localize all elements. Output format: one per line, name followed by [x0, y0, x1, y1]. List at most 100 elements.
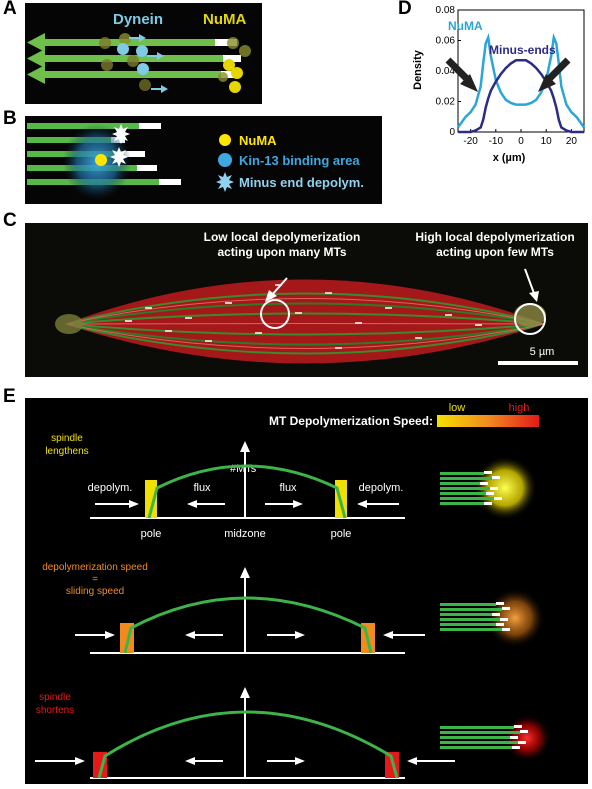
- row2-arrow-in-right: [383, 631, 393, 639]
- y-tick-label-3: 0.06: [436, 36, 456, 47]
- scalebar-label: 5 µm: [530, 346, 555, 358]
- row2-title-line1: depolymerization speed: [42, 562, 148, 573]
- mt-1-plus-end: [215, 39, 237, 46]
- row2-mt-bundle: [440, 602, 510, 631]
- scalebar: [498, 361, 578, 365]
- y-tick-label-0: 0: [449, 127, 455, 138]
- annotation-right-line1: High local depolymerization: [415, 230, 574, 244]
- depolym-star-2: [110, 147, 128, 167]
- numa-label: NuMA: [203, 11, 246, 28]
- depolym-star-1: [112, 124, 130, 144]
- speed-legend-high: high: [509, 402, 530, 414]
- row3-arrow-flux-right: [295, 757, 305, 765]
- row3-title-line1: spindle: [39, 692, 71, 703]
- annotation-left-line1: Low local depolymerization: [204, 230, 361, 244]
- row2-arrow-flux-left: [185, 631, 195, 639]
- spindle-body: [65, 279, 545, 364]
- x-tick-label-4: 20: [566, 136, 578, 147]
- row1-arrow-in-left: [129, 500, 139, 508]
- legend-depolym-icon: [216, 172, 234, 192]
- dynein-label: Dynein: [113, 11, 163, 28]
- speed-legend-title: MT Depolymerization Speed:: [269, 414, 433, 428]
- row3-arrow-in-left: [75, 757, 85, 765]
- panel-letter-e: E: [3, 386, 16, 407]
- x-tick-label-3: 10: [541, 136, 553, 147]
- x-tick-label-0: -20: [463, 136, 478, 147]
- right-arrow-head: [529, 291, 539, 302]
- row3-mt-profile: [97, 710, 399, 779]
- row-depolymerization-equals-sliding: depolymerization speed = sliding speed: [42, 562, 545, 654]
- row3-title-line2: shortens: [36, 705, 74, 716]
- y-tick-label-2: 0.04: [436, 66, 456, 77]
- dynein-motors: [99, 33, 168, 93]
- spindle-microtubules: [65, 284, 545, 355]
- numa-proteins: [218, 37, 251, 93]
- mt-3: [43, 71, 221, 78]
- x-tick-label-1: -10: [489, 136, 504, 147]
- y-tick-label-4: 0.08: [436, 5, 456, 16]
- legend-kin13-label: Kin-13 binding area: [239, 153, 360, 168]
- panel-b-illustration: NuMA Kin-13 binding area Minus end depol…: [27, 123, 364, 200]
- panel-a-box: Dynein NuMA: [25, 3, 262, 104]
- mt-2-plus-end: [223, 55, 241, 62]
- row1-arrow-in-right: [357, 500, 367, 508]
- legend-kin13-icon: [218, 153, 232, 167]
- row1-midzone: midzone: [224, 528, 266, 540]
- right-pole: [514, 303, 546, 327]
- left-arrow-head: [265, 290, 277, 302]
- row2-title-line2: =: [92, 574, 98, 585]
- speed-legend-low: low: [449, 402, 466, 414]
- row2-arrow-flux-right: [295, 631, 305, 639]
- right-highlight-circle: [514, 303, 546, 335]
- row1-arrow-flux-left: [187, 500, 197, 508]
- series-line-minus-ends: [458, 59, 584, 134]
- panel-e-box: MT Depolymerization Speed: low high spin…: [25, 398, 588, 784]
- series-label-numa: NuMA: [448, 19, 483, 33]
- panel-letter-d: D: [398, 0, 412, 19]
- row1-pole-left: pole: [141, 528, 162, 540]
- arrow-left-pole-head: [460, 74, 478, 92]
- numa-dot: [95, 154, 107, 166]
- row1-depolym-right: depolym.: [359, 482, 404, 494]
- row-spindle-lengthens: spindle lengthens #MTs depolym. depolym.…: [45, 433, 537, 540]
- left-highlight-circle: [260, 299, 290, 329]
- series-label-minus-ends: Minus-ends: [489, 43, 556, 57]
- panel-b-box: NuMA Kin-13 binding area Minus end depol…: [25, 116, 382, 204]
- row1-pole-right: pole: [331, 528, 352, 540]
- row1-mt-bundle: [440, 471, 502, 505]
- panel-letter-c: C: [3, 210, 17, 231]
- annotation-left-line2: acting upon many MTs: [217, 245, 346, 259]
- panel-e-diagram: MT Depolymerization Speed: low high spin…: [35, 402, 551, 779]
- mt-3-arrowhead: [27, 65, 45, 84]
- row2-title-line3: sliding speed: [66, 586, 124, 597]
- panel-letter-b: B: [3, 108, 17, 129]
- panel-b-legend: NuMA Kin-13 binding area Minus end depol…: [216, 133, 364, 192]
- speed-legend-gradient: [437, 415, 539, 427]
- mt-1-arrowhead: [27, 33, 45, 52]
- mts-axis-arrow: [240, 441, 250, 452]
- chart-y-axis-label: Density: [412, 49, 424, 90]
- left-pole: [55, 314, 83, 334]
- legend-numa-icon: [219, 134, 231, 146]
- spindle-image: Low local depolymerization acting upon m…: [55, 230, 578, 365]
- row1-mt-profile: [147, 464, 347, 519]
- row1-flux-right: flux: [279, 482, 297, 494]
- row3-axis-arrow: [240, 687, 250, 698]
- mt-3-plus-end: [221, 71, 239, 78]
- row1-flux-left: flux: [193, 482, 211, 494]
- row2-mt-profile: [123, 596, 373, 654]
- panel-letter-a: A: [3, 0, 17, 19]
- y-tick-label-1: 0.02: [436, 97, 456, 108]
- mt-2-arrowhead: [27, 49, 45, 68]
- row1-title-line1: spindle: [51, 433, 83, 444]
- legend-numa-label: NuMA: [239, 133, 277, 148]
- chart-annotation-arrows: [445, 57, 571, 92]
- row1-depolym-left: depolym.: [88, 482, 133, 494]
- chart-x-axis-label: x (µm): [493, 152, 526, 164]
- row1-arrow-flux-right: [293, 500, 303, 508]
- row3-mt-bundle: [440, 725, 528, 749]
- legend-depolym-label: Minus end depolym.: [239, 175, 364, 190]
- row2-arrow-in-left: [105, 631, 115, 639]
- panel-c-micrograph: Low local depolymerization acting upon m…: [25, 223, 588, 377]
